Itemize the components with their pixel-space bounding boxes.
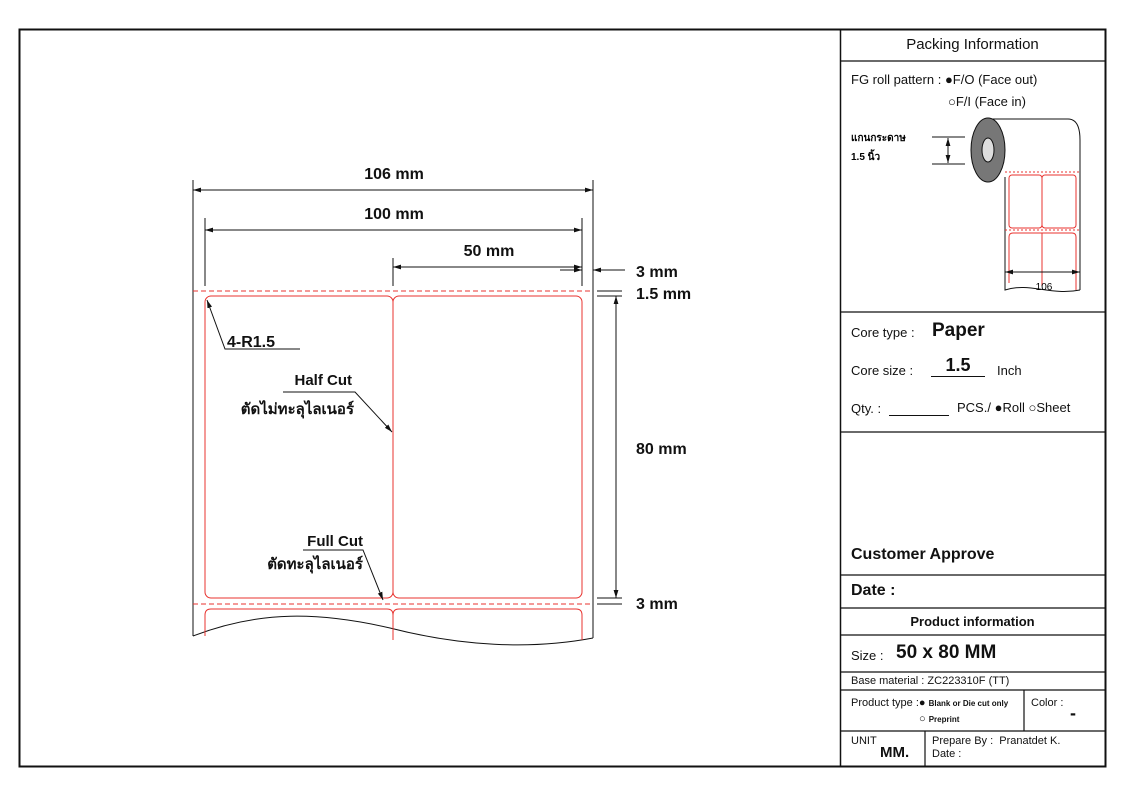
- half-cut-label: Half Cut: [295, 372, 353, 389]
- core-size-unit: Inch: [997, 363, 1022, 378]
- radio-preprint[interactable]: ○: [919, 713, 926, 725]
- unit-value: MM.: [880, 744, 910, 761]
- full-cut-label: Full Cut: [307, 533, 363, 550]
- radio-face-out[interactable]: ●: [944, 72, 953, 87]
- qty-field[interactable]: [889, 400, 949, 416]
- core-size-label: Core size :: [851, 363, 914, 378]
- corner-radius-note: 4-R1.5: [227, 334, 275, 351]
- blank-label: Blank or Die cut only: [928, 699, 1009, 708]
- dim-height: 80 mm: [636, 441, 687, 458]
- sheet-label: Sheet: [1036, 400, 1071, 415]
- packing-title: Packing Information: [906, 36, 1039, 53]
- qty-label: Qty. :: [851, 401, 882, 416]
- prepare-by: Pranatdet K.: [999, 735, 1061, 747]
- panel-grid: [840, 60, 1105, 766]
- core-type-label: Core type :: [851, 325, 915, 340]
- radio-roll[interactable]: ●: [994, 400, 1003, 415]
- prepare-label: Prepare By :: [932, 735, 994, 747]
- color-label: Color :: [1031, 697, 1064, 709]
- core-thai-size: 1.5 นิ้ว: [851, 149, 881, 163]
- unit-label: UNIT: [851, 735, 877, 747]
- half-cut-thai: ตัดไม่ทะลุไลเนอร์: [241, 399, 355, 419]
- dim-bottom-gap: 3 mm: [636, 596, 678, 613]
- liner-outline: [192, 180, 594, 646]
- radio-face-in[interactable]: ○: [948, 94, 956, 109]
- dim-top-gap: 1.5 mm: [636, 286, 691, 303]
- color-value: -: [1070, 703, 1076, 723]
- dim-label-width: 100 mm: [364, 206, 424, 223]
- qty-unit: PCS./: [957, 400, 991, 415]
- full-cut-thai: ตัดทะลุไลเนอร์: [267, 554, 364, 574]
- radio-sheet[interactable]: ○: [1028, 400, 1037, 415]
- dim-side-gap: 3 mm: [636, 264, 678, 281]
- dim-total-width: 106 mm: [364, 166, 424, 183]
- base-material: Base material : ZC223310F (TT): [851, 675, 1010, 687]
- sheet-border: [18, 28, 1107, 768]
- approve-date-label: Date :: [851, 582, 896, 599]
- face-in-label: F/I (Face in): [955, 94, 1026, 109]
- customer-approve: Customer Approve: [851, 546, 995, 563]
- size-label: Size :: [851, 648, 884, 663]
- radio-blank[interactable]: ●: [918, 697, 926, 709]
- product-info-title: Product information: [910, 614, 1035, 629]
- product-type-label: Product type :: [851, 697, 919, 709]
- roll-illustration: 106 แกนกระดาษ 1.5 นิ้ว: [851, 117, 1081, 293]
- prepare-date-label: Date :: [932, 748, 962, 760]
- roll-label: Roll: [1002, 400, 1025, 415]
- fg-roll-label: FG roll pattern :: [851, 72, 942, 87]
- core-size-value: 1.5: [931, 355, 985, 377]
- core-type-value: Paper: [932, 320, 985, 341]
- dim-label-half: 50 mm: [464, 243, 515, 260]
- roll-width: 106: [1036, 282, 1053, 293]
- preprint-label: Preprint: [928, 715, 960, 724]
- core-thai: แกนกระดาษ: [851, 133, 906, 144]
- size-value: 50 x 80 MM: [896, 642, 997, 663]
- face-out-label: F/O (Face out): [952, 72, 1038, 87]
- labels: [204, 295, 583, 640]
